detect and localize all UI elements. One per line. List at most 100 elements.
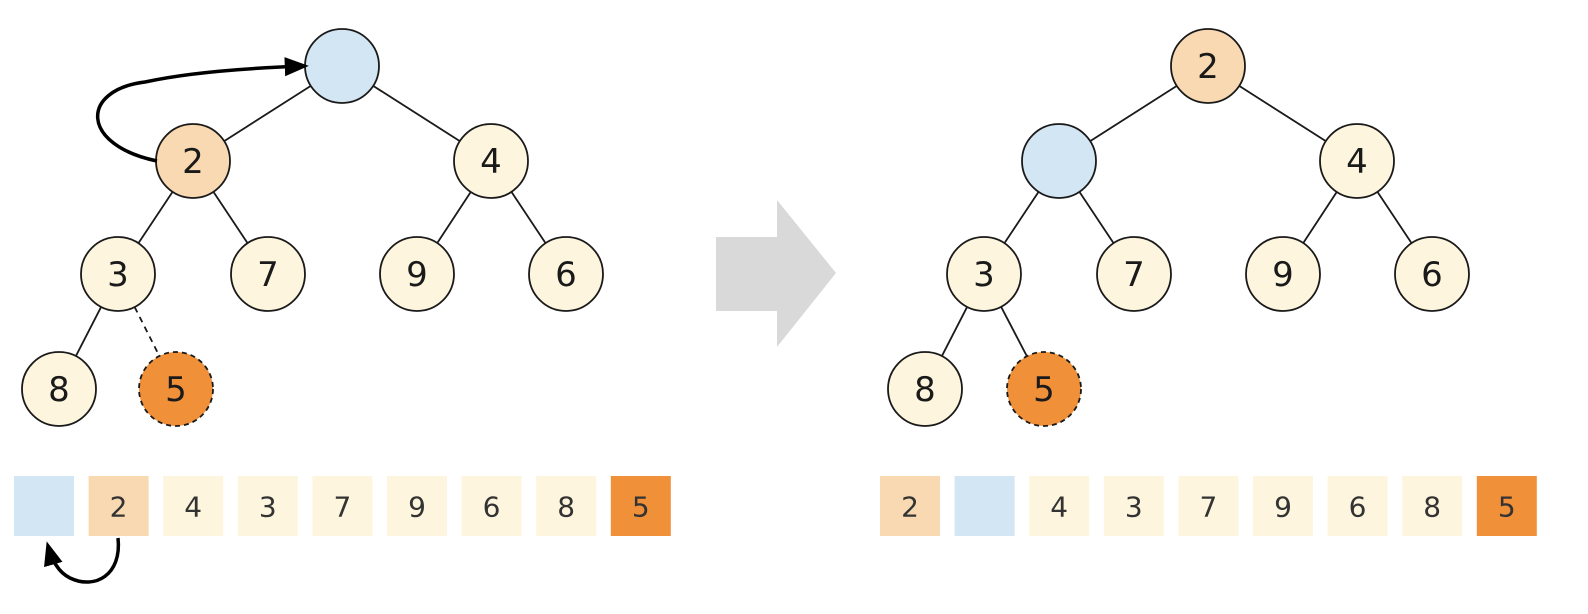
tree-edge-ll-lll (75, 306, 102, 357)
array-cell-box (1327, 476, 1388, 536)
tree-edge-l-lr (212, 191, 249, 244)
tree-node-root (304, 28, 380, 104)
tree-edge-r-rl (1302, 191, 1338, 244)
array-cell-box (954, 476, 1015, 536)
tree-node-label: 3 (973, 255, 995, 295)
array-cell-1 (954, 476, 1015, 536)
array-cell-label: 5 (1498, 491, 1516, 524)
array-move-arrow (44, 537, 121, 584)
array-cell-7: 8 (536, 476, 597, 536)
tree-node-circle (1006, 351, 1082, 427)
tree-node-lll: 8 (887, 351, 963, 427)
array-cell-8: 5 (1476, 476, 1537, 536)
array-cell-box (312, 476, 373, 536)
tree-node-label: 9 (406, 255, 428, 295)
transition-arrow (716, 200, 836, 347)
tree-node-label: 6 (555, 255, 577, 295)
tree-move-arrow (95, 57, 309, 163)
tree-node-circle (1245, 236, 1321, 312)
array-cell-label: 4 (1050, 491, 1068, 524)
array-cell-8: 5 (610, 476, 671, 536)
array-cell-box (536, 476, 597, 536)
array-cell-label: 5 (632, 491, 650, 524)
tree-node-label: 7 (1123, 255, 1145, 295)
array-cell-box (14, 476, 74, 536)
array-cell-box (1476, 476, 1537, 536)
tree-node-circle (1319, 123, 1395, 199)
array-cell-label: 9 (1274, 491, 1292, 524)
tree-node-label: 8 (914, 370, 936, 410)
array-cell-1: 2 (88, 476, 149, 536)
tree-node-rl: 9 (1245, 236, 1321, 312)
tree-node-circle (138, 351, 214, 427)
tree-node-lll: 8 (21, 351, 97, 427)
tree-node-circle (304, 28, 380, 104)
tree-node-circle (21, 351, 97, 427)
tree-edge-r-rr (510, 191, 547, 244)
tree-node-label: 5 (165, 370, 187, 410)
array-cell-box (880, 476, 940, 536)
array-cell-box (387, 476, 447, 536)
tree-node-r: 4 (1319, 123, 1395, 199)
tree-node-label: 3 (107, 255, 129, 295)
array-cell-label: 4 (184, 491, 202, 524)
tree-node-rl: 9 (379, 236, 455, 312)
before-tree-edges (75, 85, 547, 357)
tree-edge-l-ll (137, 191, 174, 244)
tree-node-l: 2 (155, 123, 231, 199)
before-tree-nodes: 2 4 3 7 9 6 8 5 (21, 28, 604, 427)
tree-node-l (1021, 123, 1097, 199)
tree-node-llr: 5 (138, 351, 214, 427)
tree-node-label: 4 (480, 142, 502, 182)
tree-node-llr: 5 (1006, 351, 1082, 427)
array-cell-0: 2 (880, 476, 940, 536)
array-cell-box (1178, 476, 1239, 536)
tree-edge-ll-lll (941, 306, 968, 357)
tree-node-label: 2 (1197, 47, 1219, 87)
tree-node-ll: 3 (80, 236, 156, 312)
array-cell-label: 2 (110, 491, 128, 524)
tree-node-circle (1170, 28, 1246, 104)
tree-node-circle (453, 123, 529, 199)
after-tree-edges (941, 85, 1413, 357)
array-cell-7: 8 (1402, 476, 1463, 536)
tree-node-lr: 7 (1096, 236, 1172, 312)
array-cell-box (461, 476, 522, 536)
array-cell-5: 9 (387, 476, 447, 536)
tree-edge-root-l (223, 85, 312, 142)
array-cell-box (163, 476, 224, 536)
tree-edge-ll-llr (133, 306, 161, 357)
array-cell-label: 8 (1423, 491, 1441, 524)
array-cell-2: 4 (1029, 476, 1090, 536)
array-cell-box (1103, 476, 1164, 536)
array-cell-label: 8 (557, 491, 575, 524)
tree-node-label: 5 (1033, 370, 1055, 410)
tree-edge-l-ll (1003, 191, 1040, 244)
tree-node-rr: 6 (528, 236, 604, 312)
array-cell-box (1029, 476, 1090, 536)
tree-node-circle (379, 236, 455, 312)
array-cell-label: 7 (1199, 491, 1217, 524)
tree-node-circle (1021, 123, 1097, 199)
tree-node-lr: 7 (230, 236, 306, 312)
array-cell-box (1402, 476, 1463, 536)
tree-node-circle (946, 236, 1022, 312)
tree-node-circle (80, 236, 156, 312)
array-cell-4: 7 (312, 476, 373, 536)
tree-node-circle (1394, 236, 1470, 312)
tree-edge-root-r (1238, 85, 1327, 142)
tree-node-label: 4 (1346, 142, 1368, 182)
array-cell-label: 6 (1349, 491, 1367, 524)
tree-edge-root-l (1089, 85, 1178, 142)
tree-node-rr: 6 (1394, 236, 1470, 312)
tree-node-r: 4 (453, 123, 529, 199)
tree-node-circle (230, 236, 306, 312)
tree-edge-r-rl (436, 191, 472, 244)
array-cell-label: 2 (901, 491, 919, 524)
